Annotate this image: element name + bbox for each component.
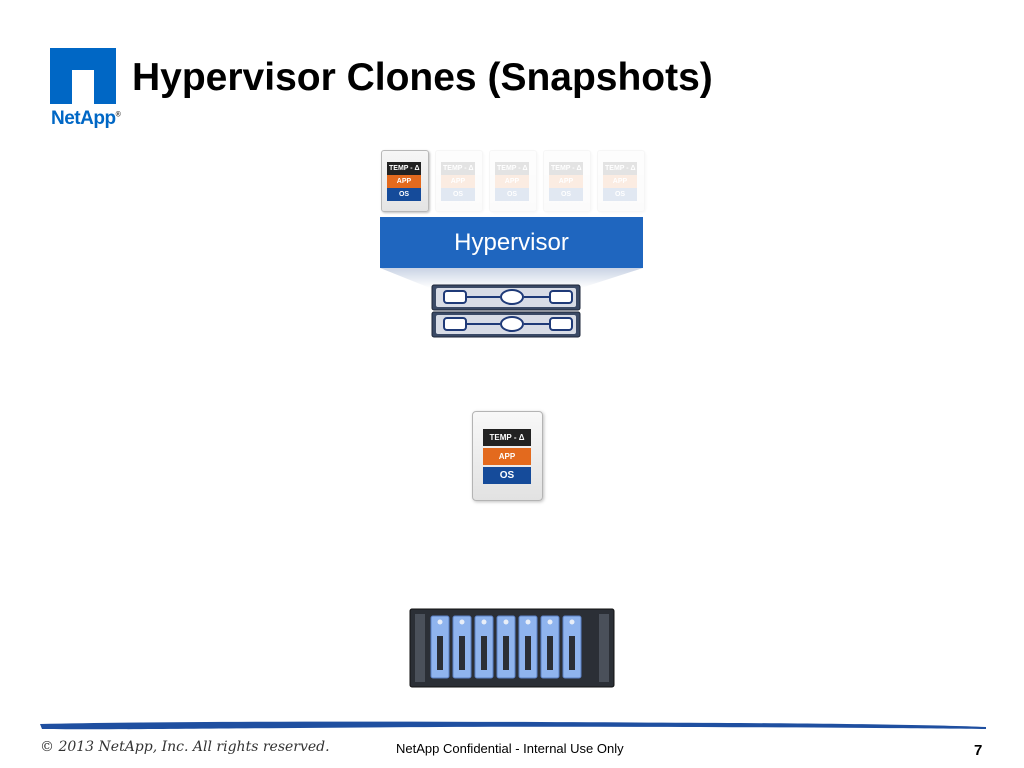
os-layer: OS [387,188,421,201]
netapp-logo-icon [50,48,116,104]
footer-divider [40,721,986,730]
vm-icon: TEMP - Δ APP OS [381,150,429,212]
vm-clone-icon: TEMP - Δ APP OS [489,150,537,212]
funnel-shadow [380,268,643,288]
app-layer: APP [483,448,531,465]
vm-clone-icon: TEMP - Δ APP OS [435,150,483,212]
logo-text: NetApp® [51,108,121,129]
os-layer: OS [495,188,529,201]
server-icon [431,284,581,338]
vm-clone-icon: TEMP - Δ APP OS [597,150,645,212]
os-layer: OS [483,467,531,484]
app-layer: APP [549,175,583,188]
storage-array-icon [409,608,615,688]
hypervisor-bar: Hypervisor [380,217,643,268]
page-title: Hypervisor Clones (Snapshots) [132,56,713,99]
os-layer: OS [549,188,583,201]
vm-clone-icon: TEMP - Δ APP OS [543,150,591,212]
page-number: 7 [974,742,983,759]
confidential-notice: NetApp Confidential - Internal Use Only [396,741,624,756]
copyright-text: © 2013 NetApp, Inc. All rights reserved. [40,739,330,755]
temp-delta-layer: TEMP - Δ [387,162,421,175]
app-layer: APP [387,175,421,188]
os-layer: OS [603,188,637,201]
app-layer: APP [495,175,529,188]
temp-delta-layer: TEMP - Δ [603,162,637,175]
app-layer: APP [603,175,637,188]
temp-delta-layer: TEMP - Δ [549,162,583,175]
netapp-logo: NetApp® [50,48,122,130]
temp-delta-layer: TEMP - Δ [483,429,531,446]
os-layer: OS [441,188,475,201]
vm-large-icon: TEMP - Δ APP OS [472,411,543,501]
temp-delta-layer: TEMP - Δ [441,162,475,175]
temp-delta-layer: TEMP - Δ [495,162,529,175]
app-layer: APP [441,175,475,188]
